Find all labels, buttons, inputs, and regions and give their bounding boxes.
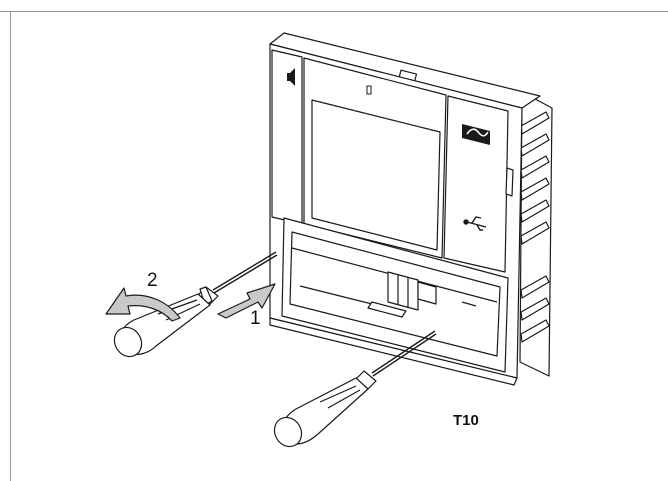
right-hinge (505, 167, 514, 197)
housing-bottom (269, 317, 518, 386)
usb-icon (463, 216, 487, 231)
figure-reference: T10 (453, 412, 479, 429)
door-latch-indicator (366, 85, 372, 95)
bottom-catch (367, 301, 407, 318)
display-window (311, 99, 441, 251)
brand-logo (462, 124, 490, 145)
arrow-icon (217, 283, 276, 319)
cooling-fins (520, 111, 550, 343)
cavity-ledge (299, 285, 381, 307)
right-door (443, 95, 509, 273)
step-2-label: 2 (147, 270, 158, 291)
speaker-icon (287, 68, 295, 86)
screwdriver-icon (273, 330, 437, 448)
step-1-label: 1 (250, 308, 261, 329)
screwdriver-icon (113, 251, 278, 358)
arrow-icon (105, 287, 181, 322)
connector-plug (417, 281, 437, 305)
